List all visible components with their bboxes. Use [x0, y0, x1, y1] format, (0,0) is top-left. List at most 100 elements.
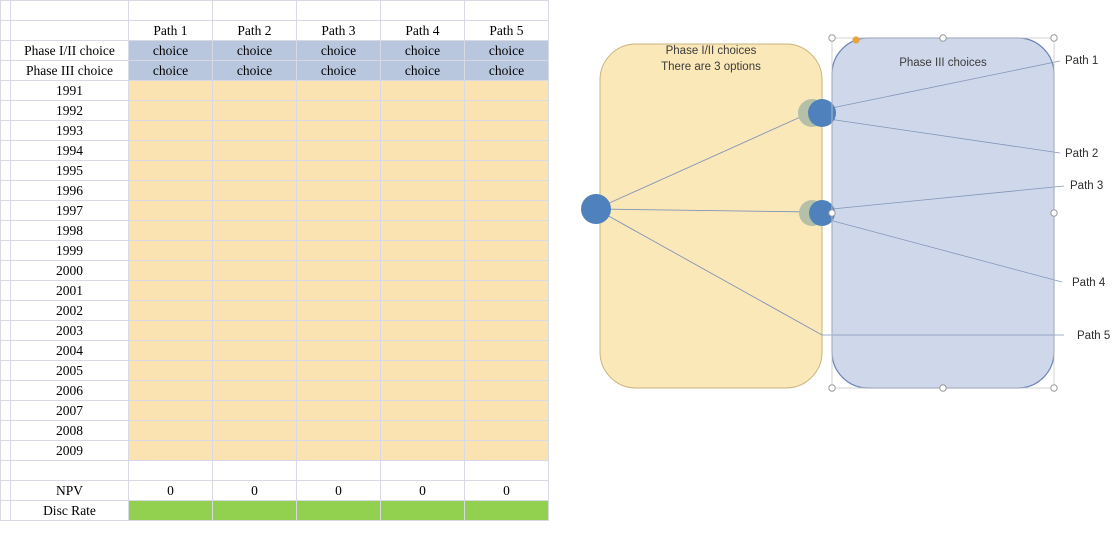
cell-disc-rate-path1[interactable] — [128, 500, 213, 521]
cell-phase3-path1[interactable]: choice — [128, 60, 213, 81]
empty-cell[interactable] — [296, 460, 381, 481]
cell-year-1996-path5[interactable] — [464, 180, 549, 201]
cell-phase12-path3[interactable]: choice — [296, 40, 381, 61]
cell-year-1995-path2[interactable] — [212, 160, 297, 181]
cell-disc-rate-path5[interactable] — [464, 500, 549, 521]
cell-year-1995-path5[interactable] — [464, 160, 549, 181]
row-label-year-1998[interactable]: 1998 — [10, 220, 129, 241]
table-row-year[interactable]: 2008 — [0, 420, 549, 441]
header-path-1[interactable]: Path 1 — [128, 20, 213, 41]
cell-year-1991-path1[interactable] — [128, 80, 213, 101]
cell-year-2006-path4[interactable] — [380, 380, 465, 401]
table-row-disc-rate[interactable]: Disc Rate — [0, 500, 549, 521]
cell-year-2004-path1[interactable] — [128, 340, 213, 361]
row-label-year-1993[interactable]: 1993 — [10, 120, 129, 141]
node-phase12-upper[interactable] — [808, 99, 836, 127]
cell-year-2000-path3[interactable] — [296, 260, 381, 281]
cell-phase3-path5[interactable]: choice — [464, 60, 549, 81]
empty-cell[interactable] — [128, 0, 213, 21]
empty-cell[interactable] — [212, 460, 297, 481]
handle-middle-right[interactable] — [1050, 209, 1058, 217]
cell-phase3-path4[interactable]: choice — [380, 60, 465, 81]
cell-year-1994-path3[interactable] — [296, 140, 381, 161]
header-corner-cell[interactable] — [10, 20, 129, 41]
cell-npv-path2[interactable]: 0 — [212, 480, 297, 501]
cell-year-1998-path2[interactable] — [212, 220, 297, 241]
table-row-year[interactable]: 1996 — [0, 180, 549, 201]
row-label-year-2000[interactable]: 2000 — [10, 260, 129, 281]
cell-year-1999-path2[interactable] — [212, 240, 297, 261]
cell-year-2003-path1[interactable] — [128, 320, 213, 341]
cell-year-2001-path5[interactable] — [464, 280, 549, 301]
cell-year-2005-path5[interactable] — [464, 360, 549, 381]
table-row-year[interactable]: 2001 — [0, 280, 549, 301]
cell-year-2003-path3[interactable] — [296, 320, 381, 341]
cell-year-1999-path1[interactable] — [128, 240, 213, 261]
cell-year-2001-path4[interactable] — [380, 280, 465, 301]
table-row-year[interactable]: 2002 — [0, 300, 549, 321]
cell-year-1997-path1[interactable] — [128, 200, 213, 221]
row-label-year-2009[interactable]: 2009 — [10, 440, 129, 461]
row-label-year-1994[interactable]: 1994 — [10, 140, 129, 161]
row-label-year-2001[interactable]: 2001 — [10, 280, 129, 301]
cell-year-1991-path4[interactable] — [380, 80, 465, 101]
table-row-year[interactable]: 2009 — [0, 440, 549, 461]
cell-year-2007-path3[interactable] — [296, 400, 381, 421]
empty-cell[interactable] — [10, 460, 129, 481]
cell-phase12-path1[interactable]: choice — [128, 40, 213, 61]
row-label-year-1996[interactable]: 1996 — [10, 180, 129, 201]
cell-year-2004-path5[interactable] — [464, 340, 549, 361]
cell-year-2009-path1[interactable] — [128, 440, 213, 461]
cell-phase3-path3[interactable]: choice — [296, 60, 381, 81]
cell-year-1993-path2[interactable] — [212, 120, 297, 141]
row-label-year-1992[interactable]: 1992 — [10, 100, 129, 121]
table-row-year[interactable]: 2004 — [0, 340, 549, 361]
cell-year-1996-path2[interactable] — [212, 180, 297, 201]
cell-year-2005-path2[interactable] — [212, 360, 297, 381]
empty-cell[interactable] — [128, 460, 213, 481]
cell-year-2001-path1[interactable] — [128, 280, 213, 301]
row-label-disc-rate[interactable]: Disc Rate — [10, 500, 129, 521]
cell-year-2006-path1[interactable] — [128, 380, 213, 401]
empty-cell[interactable] — [380, 460, 465, 481]
table-row-year[interactable]: 1998 — [0, 220, 549, 241]
cell-year-1995-path3[interactable] — [296, 160, 381, 181]
cell-year-1991-path3[interactable] — [296, 80, 381, 101]
table-row-year[interactable]: 1997 — [0, 200, 549, 221]
row-label-year-1991[interactable]: 1991 — [10, 80, 129, 101]
empty-cell[interactable] — [10, 0, 129, 21]
cell-year-1995-path4[interactable] — [380, 160, 465, 181]
cell-year-2008-path1[interactable] — [128, 420, 213, 441]
table-row-year[interactable]: 2000 — [0, 260, 549, 281]
row-label-phase12[interactable]: Phase I/II choice — [10, 40, 129, 61]
cell-year-1994-path4[interactable] — [380, 140, 465, 161]
node-root[interactable] — [581, 194, 611, 224]
table-row-year[interactable]: 1999 — [0, 240, 549, 261]
cell-year-1992-path3[interactable] — [296, 100, 381, 121]
cell-year-2004-path3[interactable] — [296, 340, 381, 361]
cell-year-2005-path4[interactable] — [380, 360, 465, 381]
cell-year-1992-path1[interactable] — [128, 100, 213, 121]
cell-year-2009-path3[interactable] — [296, 440, 381, 461]
cell-year-2003-path5[interactable] — [464, 320, 549, 341]
empty-cell[interactable] — [464, 460, 549, 481]
header-path-3[interactable]: Path 3 — [296, 20, 381, 41]
row-label-npv[interactable]: NPV — [10, 480, 129, 501]
cell-year-2000-path2[interactable] — [212, 260, 297, 281]
row-label-year-2006[interactable]: 2006 — [10, 380, 129, 401]
cell-year-1991-path2[interactable] — [212, 80, 297, 101]
cell-year-2002-path2[interactable] — [212, 300, 297, 321]
cell-phase12-path4[interactable]: choice — [380, 40, 465, 61]
cell-year-1998-path4[interactable] — [380, 220, 465, 241]
handle-bottom-left[interactable] — [828, 384, 836, 392]
handle-top-center[interactable] — [939, 34, 947, 42]
table-row-spacer-top[interactable] — [0, 0, 549, 21]
handle-top-right[interactable] — [1050, 34, 1058, 42]
cell-year-2000-path5[interactable] — [464, 260, 549, 281]
cell-year-2004-path2[interactable] — [212, 340, 297, 361]
cell-year-2006-path3[interactable] — [296, 380, 381, 401]
cell-year-1999-path3[interactable] — [296, 240, 381, 261]
phase12-shape[interactable] — [599, 43, 823, 389]
row-label-year-2005[interactable]: 2005 — [10, 360, 129, 381]
cell-year-2007-path1[interactable] — [128, 400, 213, 421]
